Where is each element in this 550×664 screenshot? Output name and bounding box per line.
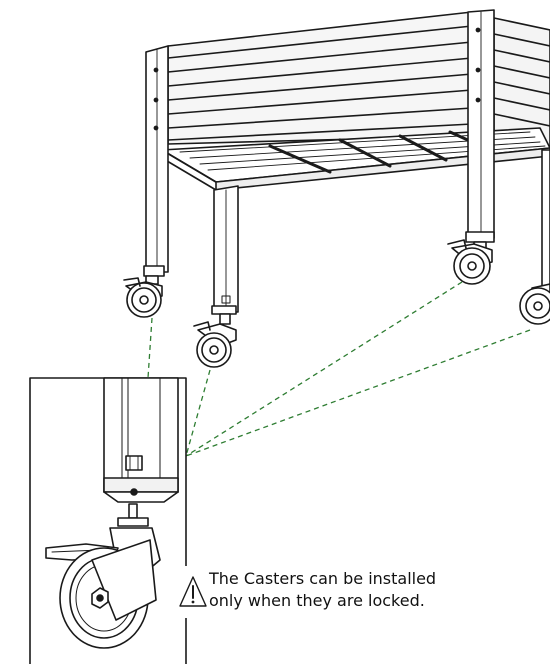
detail-inset — [29, 377, 187, 664]
warning-note: The Casters can be installed only when t… — [178, 566, 508, 618]
planter-back-panels — [167, 11, 550, 151]
note-line-1: The Casters can be installed — [209, 569, 437, 588]
warning-triangle-icon — [179, 576, 207, 607]
leg-back-right — [465, 9, 495, 243]
leg-far-right — [541, 149, 550, 287]
caster-front-left — [193, 313, 237, 368]
caster-back-left — [123, 275, 163, 318]
caster-far-right — [519, 283, 550, 325]
detail-caster — [45, 503, 161, 649]
detail-leg — [103, 377, 179, 503]
leader-lines — [147, 281, 531, 457]
leg-back-left — [143, 45, 169, 277]
note-line-2: only when they are locked. — [209, 591, 425, 610]
caster-back-right — [447, 239, 493, 285]
leg-front-left — [211, 185, 239, 315]
